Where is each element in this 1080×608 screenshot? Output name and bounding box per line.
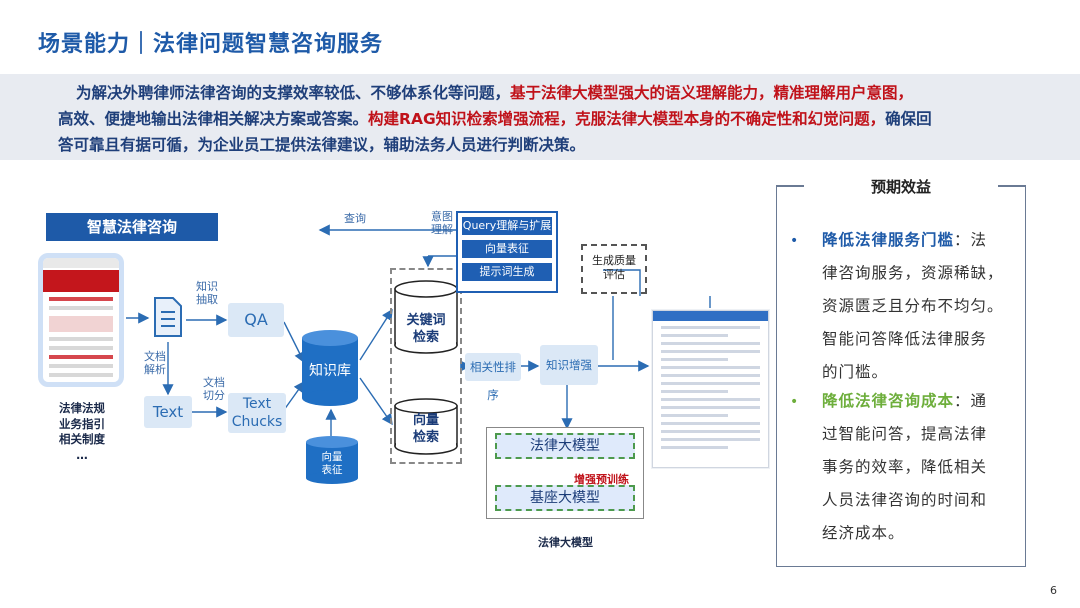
intro-highlight-1: 基于法律大模型强大的语义理解能力，精准理解用户意图，	[510, 84, 914, 102]
source-list: 法律法规 业务指引 相关制度 …	[50, 401, 114, 463]
benefits-title: 预期效益	[826, 176, 976, 198]
quality-eval-box: 生成质量评估	[581, 244, 647, 294]
bullet-1: •	[790, 233, 799, 249]
intro-text-1: 为解决外聘律师法律咨询的支撑效率较低、不够体系化等问题，	[76, 84, 511, 102]
benefits-panel	[776, 185, 1026, 567]
vector-repr-label: 向量表征	[321, 451, 343, 476]
knowledge-base-label: 知识库	[309, 363, 351, 379]
vector-repr-cylinder	[306, 436, 358, 484]
intro-text-2-tail: 确保回	[885, 110, 932, 128]
page-title: 场景能力｜法律问题智慧咨询服务	[38, 32, 384, 57]
knowledge-enhance-node: 知识增强	[540, 345, 598, 385]
text-node: Text	[144, 396, 192, 428]
vector-search-cylinder	[394, 398, 458, 455]
retrieval-group	[390, 268, 462, 464]
benefit-1: 降低法律服务门槛：法 律咨询服务，资源稀缺， 资源匮乏且分布不均匀。 智能问答降…	[822, 231, 1004, 381]
source-item: 法律法规	[59, 401, 105, 415]
page-number: 6	[1050, 584, 1057, 597]
vector-repr-step: 向量表征	[462, 240, 552, 258]
bullet-2: •	[790, 394, 799, 410]
source-item: …	[76, 447, 88, 462]
base-llm-box: 基座大模型	[495, 485, 635, 511]
intro-highlight-2: 构建RAG知识检索增强流程，克服法律大模型本身的不确定性和幻觉问题，	[368, 110, 886, 128]
intro-text-2: 高效、便捷地输出法律相关解决方案或答案。	[58, 110, 369, 128]
keyword-search-cylinder	[394, 280, 458, 354]
rerank-node: 相关性排序	[465, 353, 521, 402]
enhance-pretrain-label: 增强预训练	[574, 473, 629, 486]
knowledge-base-cylinder	[302, 330, 358, 406]
query-processing-box: Query理解与扩展 向量表征 提示词生成	[456, 211, 558, 293]
edge-label-split: 文档切分	[203, 376, 225, 402]
llm-caption: 法律大模型	[538, 536, 593, 549]
keyword-search-label: 关键词检索	[406, 313, 446, 345]
portal-screenshot	[38, 253, 124, 387]
intro-paragraph: 为解决外聘律师法律咨询的支撑效率较低、不够体系化等问题，基于法律大模型强大的语义…	[0, 74, 1080, 160]
edge-label-intent: 意图理解	[431, 210, 453, 236]
edge-label-query: 查询	[344, 212, 366, 225]
portal-label: 智慧法律咨询	[46, 213, 218, 241]
intro-text-3: 答可靠且有据可循，为企业员工提供法律建议，辅助法务人员进行判断决策。	[58, 136, 586, 154]
chat-screenshot	[652, 310, 769, 468]
vector-search-label: 向量检索	[412, 413, 439, 445]
query-expand-step: Query理解与扩展	[462, 217, 552, 235]
benefits-panel-top-border	[776, 185, 1026, 187]
edge-label-parse: 文档解析	[144, 350, 166, 376]
benefit-2: 降低法律咨询成本：通 过智能问答，提高法律 事务的效率，降低相关 人员法律咨询的…	[822, 392, 988, 542]
edge-label-extract: 知识抽取	[196, 280, 218, 306]
source-item: 业务指引	[59, 416, 105, 431]
document-icon	[154, 297, 182, 337]
qa-node: QA	[228, 303, 284, 337]
source-item: 相关制度	[59, 432, 105, 446]
prompt-gen-step: 提示词生成	[462, 263, 552, 281]
legal-llm-box: 法律大模型	[495, 433, 635, 459]
